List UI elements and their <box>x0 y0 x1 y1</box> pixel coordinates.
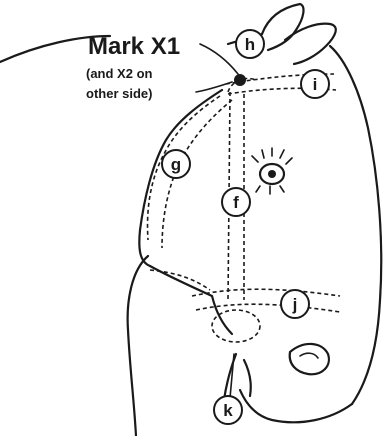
label-i: i <box>301 70 329 98</box>
label-k: k <box>214 354 242 424</box>
label-g-text: g <box>171 155 181 174</box>
label-h: h <box>236 30 264 58</box>
mark-x1-title: Mark X1 <box>88 33 180 60</box>
label-h-text: h <box>245 35 255 54</box>
mark-x1-note-line1: (and X2 on <box>86 66 153 81</box>
label-g: g <box>162 150 190 178</box>
mark-x1-note-line2: other side) <box>86 86 152 101</box>
label-j: j <box>281 290 309 318</box>
label-j-text: j <box>292 295 298 314</box>
label-f: f <box>222 188 250 216</box>
horse-head-outline <box>0 4 381 436</box>
label-f-text: f <box>233 193 239 212</box>
label-i-text: i <box>313 75 318 94</box>
label-k-text: k <box>223 401 233 420</box>
